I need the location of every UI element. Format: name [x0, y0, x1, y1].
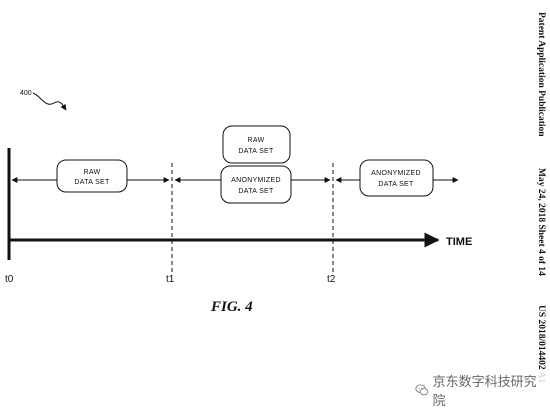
- wechat-icon: [415, 384, 429, 396]
- anonymized-data-set-box-1: ANONYMIZED DATA SET: [220, 165, 292, 204]
- watermark-text: 京东数字科技研究院: [432, 375, 537, 409]
- figure-diagram: 400 TIME t0 t1 t2 RAW DATA SET RAW DATA …: [5, 90, 472, 315]
- figure-caption: FIG. 4: [210, 299, 253, 315]
- raw-box-1-line-2: DATA SET: [74, 179, 110, 186]
- anonymized-data-set-box-2: ANONYMIZED DATA SET: [359, 159, 434, 197]
- time-axis-label: TIME: [446, 236, 472, 248]
- publication-title: Patent Application Publication: [536, 12, 546, 137]
- anon-box-2-line-2: DATA SET: [378, 181, 414, 188]
- raw-box-1-line-1: RAW: [84, 169, 101, 176]
- ref-leader-line: [32, 92, 67, 111]
- raw-data-set-box-2: RAW DATA SET: [222, 125, 291, 164]
- tick-label-t1: t1: [166, 274, 175, 285]
- watermark: 京东数字科技研究院: [412, 370, 550, 410]
- anon-box-1-line-2: DATA SET: [238, 188, 274, 195]
- tick-label-t0: t0: [5, 274, 14, 285]
- anon-box-2-line-1: ANONYMIZED: [371, 170, 421, 177]
- figure-ref-number: 400: [20, 90, 32, 97]
- raw-box-2-line-2: DATA SET: [238, 148, 274, 155]
- raw-data-set-box-1: RAW DATA SET: [56, 159, 128, 193]
- anon-box-1-line-1: ANONYMIZED: [231, 177, 281, 184]
- raw-box-2-line-1: RAW: [248, 137, 265, 144]
- publication-date-sheet: May 24, 2018 Sheet 4 of 14: [536, 168, 546, 276]
- tick-label-t2: t2: [327, 274, 336, 285]
